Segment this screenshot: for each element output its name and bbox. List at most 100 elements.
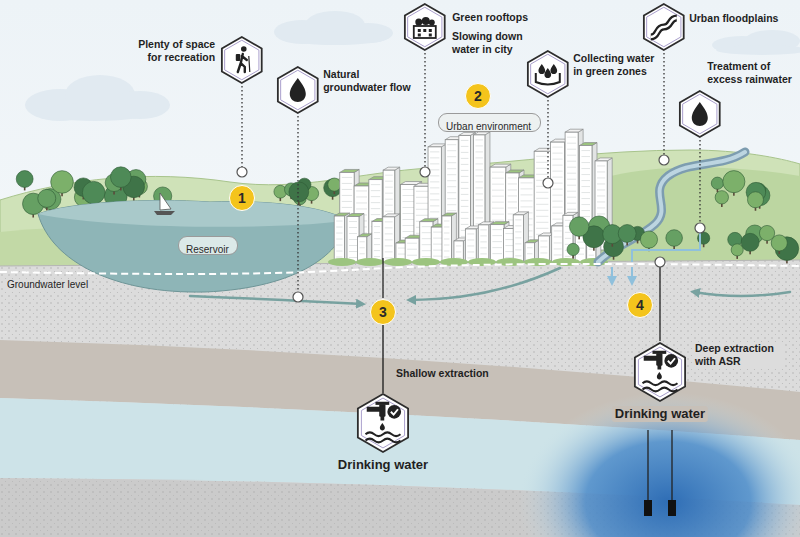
tree-crown (567, 243, 579, 255)
building-window (336, 239, 342, 240)
green-zone (328, 258, 356, 266)
building-window (536, 210, 548, 211)
building-window (515, 219, 521, 220)
rainwater-pipe (631, 267, 633, 282)
building-window (403, 213, 415, 214)
building-window (430, 163, 439, 164)
building-window (336, 227, 342, 228)
building-window (492, 196, 504, 197)
building-window (492, 253, 502, 254)
building-window (447, 180, 456, 181)
callout-number: 2 (465, 83, 491, 109)
callout-number: 3 (379, 305, 387, 319)
building-window (552, 183, 562, 184)
building-window (540, 252, 547, 253)
leader-line (241, 86, 242, 167)
hexagon-frame (358, 394, 408, 452)
building-window (508, 195, 517, 196)
building-window (371, 184, 380, 185)
building-window (444, 250, 449, 251)
green-rooftop (525, 240, 539, 243)
building (372, 222, 382, 262)
building-window (567, 191, 576, 192)
tap-symbol (380, 416, 384, 421)
callout-number: 4 (636, 298, 644, 312)
building-window (385, 181, 393, 182)
cloud (35, 103, 155, 121)
building (383, 217, 395, 262)
building-window (467, 257, 474, 258)
hexagon-frame (527, 50, 569, 98)
check-badge (668, 358, 675, 363)
rooftop-symbol (415, 19, 422, 26)
building-window (536, 192, 548, 193)
building (478, 225, 488, 262)
building-window (430, 187, 439, 188)
building-window (461, 224, 469, 225)
building-window (467, 233, 474, 234)
green-rooftop (347, 214, 364, 217)
building-window (461, 146, 469, 147)
leader-line (699, 140, 700, 223)
tap-symbol (379, 404, 385, 417)
building-window (403, 219, 415, 220)
tree-crown (16, 171, 33, 188)
hexagon-frame (683, 94, 717, 134)
building-window (554, 242, 562, 243)
rooftop-symbol (429, 29, 432, 32)
building-window (407, 243, 417, 244)
building-window (475, 187, 482, 188)
collecting-symbol (539, 64, 546, 74)
tree-crown (771, 235, 787, 251)
green-zone (468, 258, 496, 266)
building-window (447, 150, 456, 151)
cloud (274, 11, 393, 45)
rooftop-symbol (418, 29, 421, 32)
location-marker (293, 292, 303, 302)
building-window (552, 159, 562, 160)
building (513, 215, 523, 262)
building-window (371, 214, 380, 215)
green-rooftop (340, 169, 359, 172)
building-window (444, 256, 449, 257)
tree-crown (666, 230, 683, 247)
building-window (461, 140, 469, 141)
building-window (461, 218, 469, 219)
building-window (461, 212, 469, 213)
river-symbol (651, 18, 677, 37)
building-window (349, 233, 357, 234)
hexagon-frame (647, 7, 681, 47)
building-window (567, 167, 576, 168)
building-window (349, 245, 357, 246)
connector-line (382, 325, 383, 393)
building-window (540, 240, 547, 241)
well (382, 258, 383, 298)
building-window (492, 235, 502, 236)
building-window (505, 233, 513, 234)
building-window (342, 177, 352, 178)
building-window (430, 181, 439, 182)
building-window (492, 247, 502, 248)
rooftop-icon: Green rooftops (404, 3, 446, 51)
hexagon-frame (644, 4, 684, 50)
building-window (447, 198, 456, 199)
building-roof (595, 158, 612, 161)
building-window (403, 201, 415, 202)
building-window (515, 225, 521, 226)
building-window (577, 254, 584, 255)
groundwater-flow-arrow (694, 292, 790, 296)
hexagon-frame (281, 70, 315, 110)
building-window (416, 215, 429, 216)
check-badge (391, 409, 398, 414)
building-window (577, 242, 584, 243)
building-window (430, 217, 439, 218)
building-window (581, 186, 590, 187)
rooftop-symbol (414, 26, 436, 38)
building (490, 225, 504, 262)
building-window (527, 253, 532, 254)
check-badge (387, 405, 401, 419)
location-marker (237, 167, 247, 177)
building-window (422, 256, 431, 257)
building-window (416, 197, 429, 198)
icon-symbol (290, 78, 306, 102)
